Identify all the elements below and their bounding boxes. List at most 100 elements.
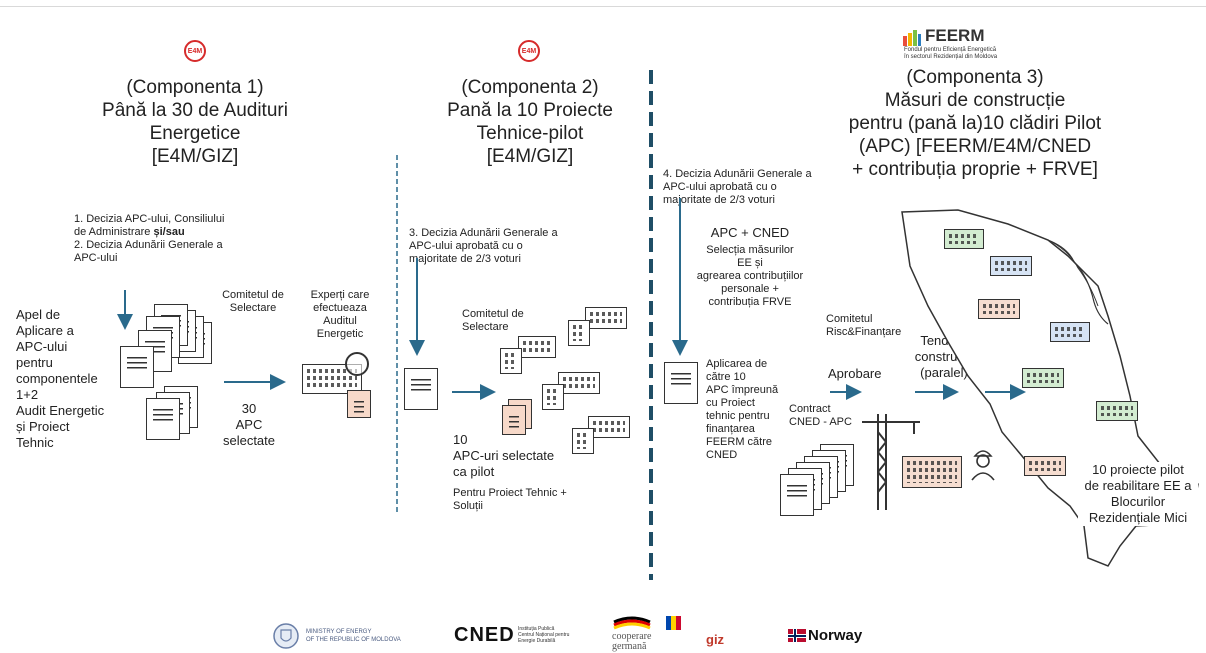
apel-line: Aplicare a xyxy=(16,323,74,338)
label-line: Contract xyxy=(789,403,831,415)
count-30-apc: 30 APC selectate xyxy=(216,401,282,449)
cned-sub-line: Instituția Publică xyxy=(518,626,555,632)
cned-subtitle: Instituția Publică Centrul Național pent… xyxy=(518,626,569,644)
note-bold-text: și/sau xyxy=(153,226,185,238)
count-sub-line: Pentru Proiect Tehnic + xyxy=(453,487,567,499)
note-line: 4. Decizia Adunării Generale a xyxy=(663,168,812,180)
cooperare-text: cooperare germană xyxy=(612,632,651,652)
apel-text: Apel de Aplicare a APC-ului pentru compo… xyxy=(16,307,126,451)
label-line: Comitetul de xyxy=(462,308,524,320)
experti-text: Experți care efectueaza Auditul Energeti… xyxy=(300,289,380,341)
label-line: efectueaza xyxy=(313,302,367,314)
worker-icon xyxy=(971,450,995,481)
aprobare-label: Aprobare xyxy=(828,366,882,381)
count-10-apc: 10 APC-uri selectate ca pilot xyxy=(453,432,603,480)
e4m-logo-text: E4M xyxy=(521,47,537,55)
e4m-logo-text: E4M xyxy=(187,47,203,55)
contract-text: Contract CNED - APC xyxy=(789,403,869,429)
decision-note-3: 3. Decizia Adunării Generale a APC-ului … xyxy=(409,227,609,266)
title-line: [E4M/GIZ] xyxy=(486,146,574,167)
label-line: tehnic pentru xyxy=(706,410,770,422)
coop-line: germană xyxy=(612,641,647,652)
coop-line: cooperare xyxy=(612,631,652,642)
note-line: APC-ului aprobată cu o xyxy=(409,240,523,252)
label-line: EE și xyxy=(737,257,763,269)
note-line: APC-ului aprobată cu o xyxy=(663,181,777,193)
label-line: (paralel) xyxy=(920,365,968,380)
count-line: ca pilot xyxy=(453,464,495,479)
crane-icon xyxy=(862,414,920,510)
title-line: Măsuri de construcție xyxy=(884,90,1066,111)
note-line: majoritate de 2/3 voturi xyxy=(663,194,775,206)
comitet-selectare-2: Comitetul de Selectare xyxy=(462,308,552,334)
label-line: Experți care xyxy=(310,289,370,301)
title-line: Pană la 10 Proiecte xyxy=(447,100,613,121)
comitet-selectare-1: Comitetul de Selectare xyxy=(210,289,296,315)
note-line: 1. Decizia APC-ului, Consiliului xyxy=(74,213,225,225)
e4m-logo: E4M xyxy=(184,40,206,62)
apel-line: Tehnic xyxy=(16,435,54,450)
building-icon xyxy=(944,229,984,249)
apel-line: componentele xyxy=(16,371,98,386)
norway-logo: Norway xyxy=(808,627,863,644)
count-line: selectate xyxy=(222,433,276,448)
building-icon xyxy=(1096,401,1138,421)
building-icon xyxy=(990,256,1032,276)
apel-line: pentru xyxy=(16,355,53,370)
norway-flag-icon xyxy=(788,629,806,642)
decision-note-1: 1. Decizia APC-ului, Consiliului de Admi… xyxy=(74,213,274,265)
building-icon xyxy=(1050,322,1090,342)
label-line: Auditul xyxy=(323,315,357,327)
cned-logo: CNED xyxy=(454,624,515,646)
title-line: (APC) [FEERM/E4M/CNED xyxy=(858,136,1092,157)
apel-line: și Proiect xyxy=(16,419,70,434)
apel-line: 1+2 xyxy=(16,387,39,402)
label-line: cu Proiect xyxy=(706,397,755,409)
title-line: pentru (pană la)10 clădiri Pilot xyxy=(848,113,1102,134)
building-icon xyxy=(1024,456,1066,476)
apel-line: Apel de xyxy=(16,307,61,322)
label-line: Selectare xyxy=(229,302,277,314)
title-line: Până la 30 de Audituri xyxy=(102,100,288,121)
label-line: Selecția măsurilor xyxy=(706,244,794,256)
report-icon xyxy=(502,405,526,435)
e4m-logo: E4M xyxy=(518,40,540,62)
building-icon xyxy=(1022,368,1064,388)
apel-line: Audit Energetic xyxy=(16,403,105,418)
note-line: APC-ului xyxy=(74,252,118,264)
label-line: către 10 xyxy=(706,371,746,383)
feerm-sub-line: în sectorul Rezidențial din Moldova xyxy=(904,54,998,60)
label-line: agrearea contribuțiilor xyxy=(696,270,804,282)
count-sub: Pentru Proiect Tehnic + Soluții xyxy=(453,487,603,513)
result-line: Blocurilor xyxy=(1110,494,1166,509)
title-line: [E4M/GIZ] xyxy=(151,146,239,167)
result-line: de reabilitare EE a xyxy=(1084,478,1192,493)
note-line: 2. Decizia Adunării Generale a xyxy=(74,239,223,251)
note-text: de Administrare xyxy=(74,226,154,238)
giz-logo: giz xyxy=(706,632,725,647)
count-line: 10 xyxy=(453,432,468,447)
title-line: Tehnice-pilot xyxy=(476,123,584,144)
result-line: 10 proiecte pilot xyxy=(1092,462,1184,477)
note-line: 3. Decizia Adunării Generale a xyxy=(409,227,558,239)
document-icon xyxy=(404,368,438,410)
apel-line: APC-ului xyxy=(16,339,68,354)
label-line: APC împreună xyxy=(706,384,779,396)
apc-cned-label: APC + CNED xyxy=(710,225,790,240)
label-line: CNED - APC xyxy=(789,416,852,428)
feerm-subtitle: Fondul pentru Eficiență Energetică în se… xyxy=(904,47,997,61)
title-line: Energetice xyxy=(149,123,241,144)
ministry-text: MINISTRY OF ENERGY OF THE REPUBLIC OF MO… xyxy=(306,628,401,644)
count-line: APC-uri selectate xyxy=(453,448,555,463)
cned-sub-line: Centrul Național pentru xyxy=(518,632,570,638)
title-line: (Componenta 2) xyxy=(461,77,599,98)
title-line: (Componenta 3) xyxy=(906,67,1044,88)
feerm-logo: FEERM xyxy=(925,26,985,45)
label-line: finanțarea xyxy=(706,423,755,435)
label-line: Risc&Finanțare xyxy=(826,326,902,338)
building-icon xyxy=(978,299,1020,319)
label-line: Energetic xyxy=(316,328,364,340)
building-icon xyxy=(902,456,962,488)
cned-sub-line: Energie Durabilă xyxy=(518,638,556,644)
